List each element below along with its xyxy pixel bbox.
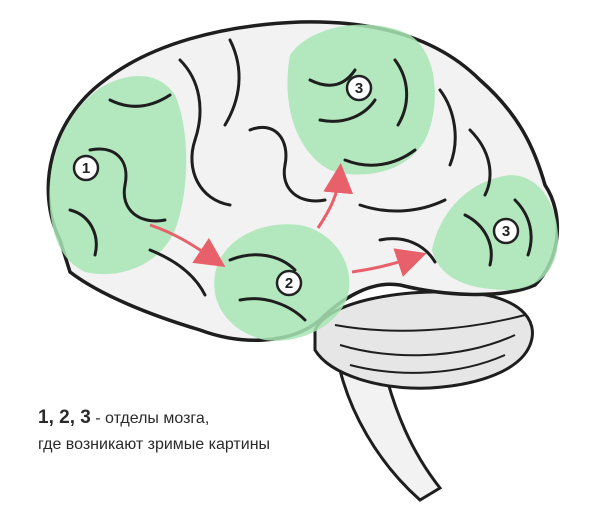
gyrus-line xyxy=(308,68,357,87)
gyrus-line xyxy=(378,237,437,264)
gyrus-line xyxy=(190,138,232,207)
caption-line-1-text: - отделы мозга, xyxy=(90,410,210,427)
gyrus-line xyxy=(178,58,202,142)
gyrus-line xyxy=(88,147,128,187)
gyrus-line xyxy=(223,38,241,127)
cerebellum-fold xyxy=(334,314,526,332)
cerebellum xyxy=(313,290,534,390)
gyrus-line xyxy=(468,128,492,197)
region-marker-3-parietal: 3 xyxy=(345,74,373,102)
gyrus-line xyxy=(438,88,457,167)
caption: 1, 2, 3 - отделы мозга, где возникают зр… xyxy=(38,405,270,458)
cerebellum-fold xyxy=(339,334,516,357)
gyrus-line xyxy=(463,213,493,267)
caption-line-1: 1, 2, 3 - отделы мозга, xyxy=(38,405,270,432)
gyrus-line xyxy=(108,93,172,108)
gyrus-line xyxy=(248,126,288,167)
region-label-3b: 3 xyxy=(502,223,510,240)
region-label-3: 3 xyxy=(355,80,363,97)
gyrus-line xyxy=(513,198,533,257)
arrow-frontal-to-temporal xyxy=(149,223,226,267)
cerebellum-fold xyxy=(349,354,506,374)
gyrus-line xyxy=(68,208,98,257)
gyri-folds xyxy=(68,38,533,322)
region-frontal-highlight xyxy=(49,75,187,275)
gyrus-line xyxy=(238,297,307,322)
arrow-temporal-to-parietal xyxy=(316,163,354,229)
gyrus-line xyxy=(343,148,417,167)
arrow-temporal-to-occipital xyxy=(351,248,427,277)
gyrus-line xyxy=(122,183,167,223)
caption-numbers: 1, 2, 3 xyxy=(38,407,91,428)
region-marker-3-occipital: 3 xyxy=(492,217,520,245)
flow-arrows xyxy=(149,163,427,277)
gyrus-line xyxy=(282,163,327,203)
region-label-2: 2 xyxy=(285,275,293,292)
gyrus-line xyxy=(393,58,409,127)
gyrus-line xyxy=(318,98,377,123)
gyrus-line xyxy=(228,253,297,272)
gyrus-line xyxy=(148,248,207,297)
gyrus-line xyxy=(358,198,447,213)
caption-line-2: где возникают зримые картины xyxy=(38,436,271,453)
region-marker-2: 2 xyxy=(275,269,303,297)
region-marker-1: 1 xyxy=(72,154,100,182)
region-label-1: 1 xyxy=(82,160,90,177)
brain-stem xyxy=(338,368,443,502)
